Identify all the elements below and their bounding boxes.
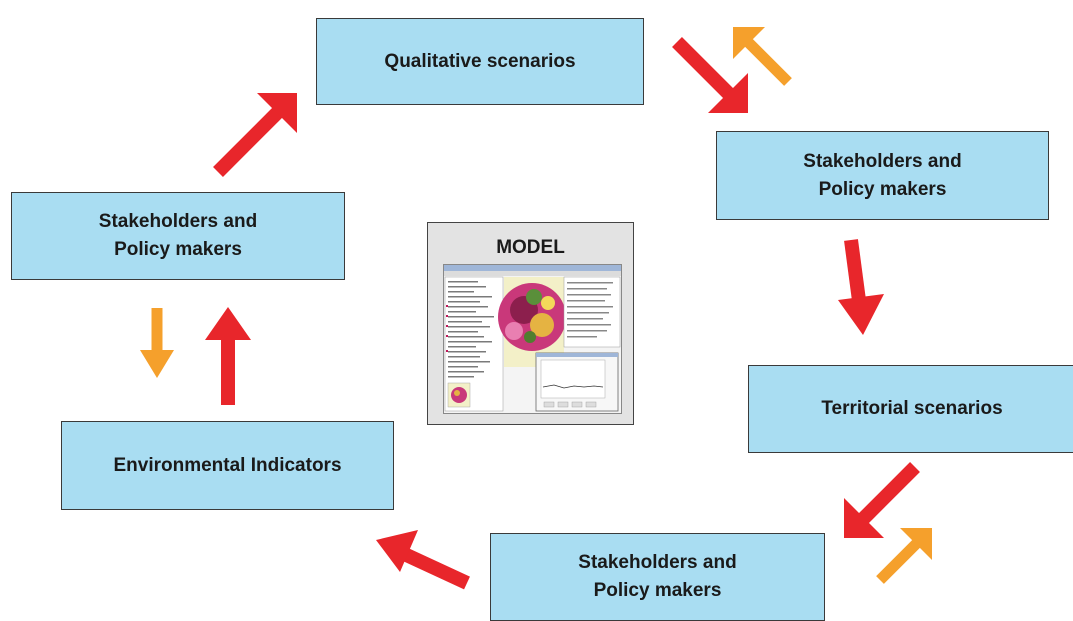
territorial-scenarios-label: Territorial scenarios [821, 398, 1003, 420]
stakeholders-left-line1: Stakeholders and [98, 211, 258, 233]
stakeholders-bottom-line2: Policy makers [593, 580, 722, 601]
arrow-down-left-to-stakeholders [844, 462, 920, 538]
arrow-up-to-stakeholders [205, 307, 251, 405]
stakeholders-right-line2: Policy makers [818, 178, 947, 200]
environmental-indicators-label: Environmental Indicators [113, 454, 342, 476]
stakeholders-right-box: Stakeholders and Policy makers [716, 131, 1049, 220]
stakeholders-left-box: Stakeholders and Policy makers [11, 192, 345, 280]
environmental-indicators-box: Environmental Indicators [61, 421, 394, 510]
arrow-down-to-territorial [838, 239, 884, 335]
model-panel: MODEL [427, 222, 634, 425]
territorial-scenarios-box: Territorial scenarios [748, 365, 1073, 453]
stakeholders-right-line1: Stakeholders and [803, 150, 962, 172]
feedback-arrow-up-right-to-territorial [876, 528, 932, 584]
stakeholders-left-line2: Policy makers [114, 239, 242, 260]
model-software-thumbnail [443, 264, 622, 414]
qualitative-scenarios-box: Qualitative scenarios [316, 18, 644, 105]
model-title: MODEL [496, 237, 565, 258]
feedback-arrow-down-to-environmental [140, 308, 174, 378]
arrow-up-left-to-environmental [376, 530, 470, 590]
stakeholders-bottom-box: Stakeholders and Policy makers [490, 533, 825, 621]
stakeholders-bottom-line1: Stakeholders and [578, 552, 737, 574]
arrow-up-right-to-qualitative [213, 93, 297, 177]
qualitative-scenarios-label: Qualitative scenarios [384, 50, 576, 72]
arrow-down-right-to-stakeholders [672, 37, 748, 113]
feedback-arrow-up-left-to-qualitative [733, 27, 792, 86]
